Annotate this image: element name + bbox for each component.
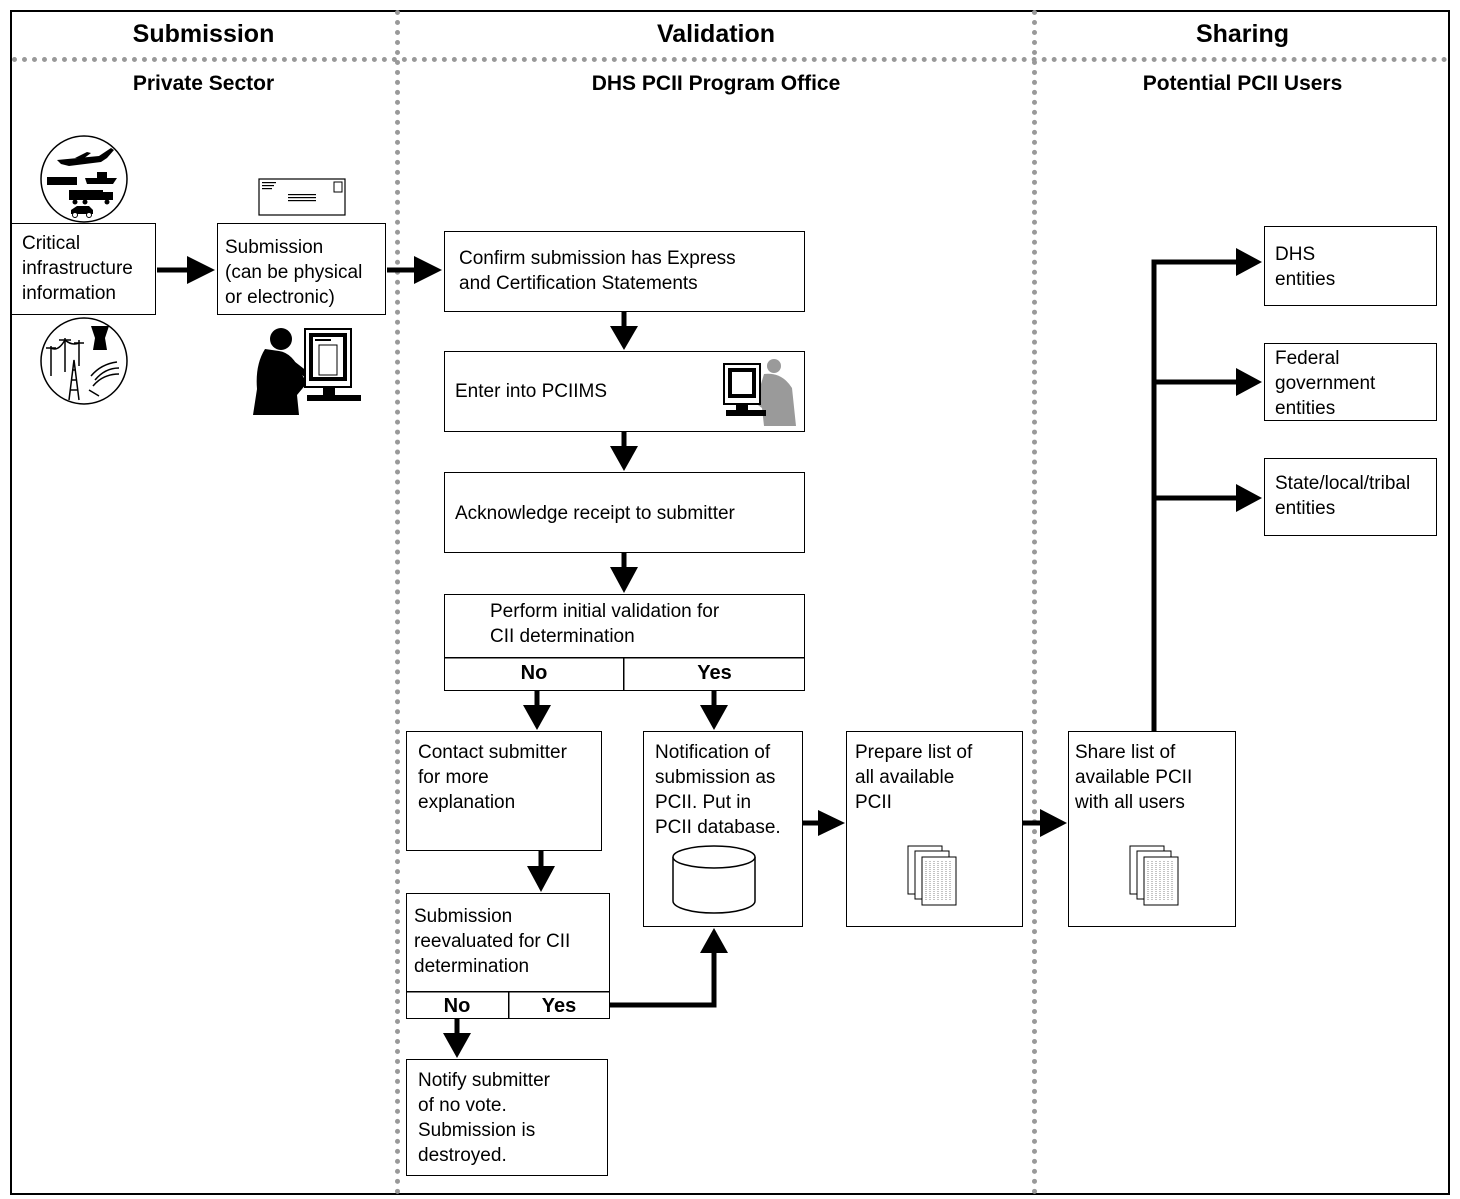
critical-info-box xyxy=(11,223,156,315)
state-entities-label: State/local/tribal entities xyxy=(1275,473,1411,519)
lane-subtitle-private-sector: Private Sector xyxy=(132,72,275,95)
worker-at-computer-icon xyxy=(253,328,361,415)
envelope-icon xyxy=(258,178,346,216)
utilities-icon xyxy=(40,317,128,405)
acknowledge-label: Acknowledge receipt to submitter xyxy=(455,503,735,524)
initial-yes-label: Yes xyxy=(697,662,732,684)
initial-no-label: No xyxy=(520,662,548,684)
arrowhead xyxy=(414,256,442,284)
enter-pciims-label: Enter into PCIIMS xyxy=(455,381,608,402)
arrowhead xyxy=(1236,484,1262,512)
diagram-frame xyxy=(10,10,1450,1195)
prepare-label: Prepare list of all available PCII xyxy=(855,742,973,813)
arrowhead xyxy=(527,866,555,892)
notification-label: Notification of submission as PCII. Put … xyxy=(655,742,781,838)
contact-label: Contact submitter for more explanation xyxy=(418,742,567,813)
lane-title-sharing: Sharing xyxy=(1195,20,1290,48)
federal-entities-label: Federal government entities xyxy=(1275,348,1376,419)
arrowhead xyxy=(610,567,638,593)
confirm-label: Confirm submission has Express and Certi… xyxy=(459,248,736,294)
arrowhead xyxy=(187,256,215,284)
share-label: Share list of available PCII with all us… xyxy=(1075,742,1193,813)
reeval-yes-label: Yes xyxy=(541,995,577,1017)
state-entities-box xyxy=(1264,458,1437,536)
lane-title-validation: Validation xyxy=(656,20,776,48)
arrowhead xyxy=(443,1033,471,1058)
reevaluated-label: Submission reevaluated for CII determina… xyxy=(414,906,571,977)
federal-entities-box xyxy=(1264,343,1437,421)
documents-icon xyxy=(907,845,957,906)
initial-validation-label: Perform initial validation for CII deter… xyxy=(490,601,720,647)
arrowhead xyxy=(523,705,551,730)
documents-icon xyxy=(1129,845,1179,906)
lane-divider xyxy=(395,10,400,1195)
submission-label: Submission (can be physical or electroni… xyxy=(225,237,363,308)
worker-at-computer-icon xyxy=(723,359,796,426)
arrow-yes-to-notification-db xyxy=(610,953,717,1008)
transport-icon xyxy=(40,135,128,223)
reeval-no-label: No xyxy=(443,995,471,1017)
arrowhead xyxy=(610,326,638,350)
contact-box xyxy=(406,731,602,851)
lane-divider xyxy=(1032,10,1037,1195)
arrowhead xyxy=(1040,809,1067,837)
notify-label: Notify submitter of no vote. Submission … xyxy=(418,1070,550,1166)
arrowhead xyxy=(610,446,638,471)
submission-box xyxy=(217,223,386,315)
dhs-entities-box xyxy=(1264,226,1437,306)
database-icon xyxy=(672,845,756,914)
arrowhead xyxy=(700,705,728,730)
lane-subtitle-pcii-users: Potential PCII Users xyxy=(1142,72,1343,95)
arrowhead xyxy=(1236,368,1262,396)
notify-box xyxy=(406,1059,608,1176)
acknowledge-box xyxy=(444,472,805,553)
lane-title-submission: Submission xyxy=(132,20,275,48)
arrowhead xyxy=(700,928,728,953)
arrowheads xyxy=(187,248,1262,1058)
arrowhead xyxy=(818,810,845,836)
lane-subtitle-dhs-office: DHS PCII Program Office xyxy=(591,72,841,95)
dhs-entities-label: DHS entities xyxy=(1275,244,1336,290)
share-trunk xyxy=(1151,259,1236,731)
critical-info-label: Critical infrastructure information xyxy=(22,233,133,304)
confirm-box xyxy=(444,231,805,312)
arrowhead xyxy=(1236,248,1262,276)
header-divider xyxy=(12,57,1448,62)
